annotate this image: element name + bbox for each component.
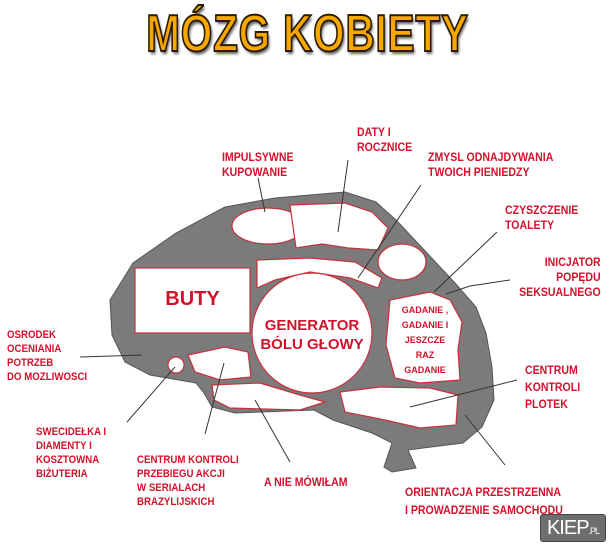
watermark-suffix: .PL [588, 526, 600, 536]
watermark-main: KIEP [546, 517, 590, 539]
label-seriale: CENTRUM KONTROLI PRZEBIEGU AKCJI W SERIA… [137, 454, 239, 508]
pointer-line-nie-mowilam [254, 399, 291, 463]
region-label-buty: BUTY [165, 288, 220, 310]
pointer-line-plotki [409, 379, 518, 408]
pointer-line-daty [337, 159, 349, 233]
page-title: MÓZG KOBIETY [145, 4, 469, 64]
pointer-line-swiecidelka [126, 366, 176, 423]
region-label-gadanie: GADANIE , GADANIE I JESZCZE RAZ GADANIE [401, 305, 449, 375]
region-label-generator: GENERATOR BÓLU GŁOWY [260, 317, 364, 353]
label-osrodek: OSRODEK OCENIANIA POTRZEB DO MOZLIWOSCI [7, 329, 88, 383]
region-gadanie [385, 291, 463, 384]
label-inicjator: INICJATOR POPĘDU SEKSUALNEGO [519, 255, 601, 299]
pointer-line-orientacja [464, 414, 506, 466]
label-daty: DATY I ROCZNICE [357, 125, 413, 154]
region-nie-mowilam [211, 382, 328, 411]
pointer-line-zmysl [357, 184, 422, 279]
label-nie-mowilam: A NIE MÓWIŁAM [264, 475, 348, 489]
region-buty [134, 267, 251, 334]
label-impulsywne: IMPULSYWNE KUPOWANIE [222, 150, 294, 179]
label-orientacja: ORIENTACJA PRZESTRZENNA I PROWADZENIE SA… [405, 485, 563, 517]
pointer-line-inicjator [445, 279, 511, 295]
region-plotki [339, 386, 459, 429]
label-zmysl: ZMYSL ODNAJDYWANIA TWOICH PIENIEDZY [428, 150, 554, 179]
label-plotki: CENTRUM KONTROLI PLOTEK [525, 363, 581, 411]
pointer-line-seriale [204, 362, 225, 435]
kiep-watermark-logo: KIEP.PL [540, 514, 606, 542]
region-zmysl [377, 243, 427, 281]
label-czyszczenie: CZYSZCZENIE TOALETY [505, 203, 579, 232]
label-swiecidelka: SWECIDEŁKA I DIAMENTY I KOSZTOWNA BIŻUTE… [36, 426, 107, 480]
pointer-line-osrodek [79, 354, 143, 358]
pointer-line-czyszczenie [433, 231, 498, 293]
pointer-line-impulsywne [257, 177, 266, 213]
region-seriale [187, 346, 252, 381]
region-swiecidelka [167, 356, 185, 374]
region-generator [251, 272, 373, 394]
